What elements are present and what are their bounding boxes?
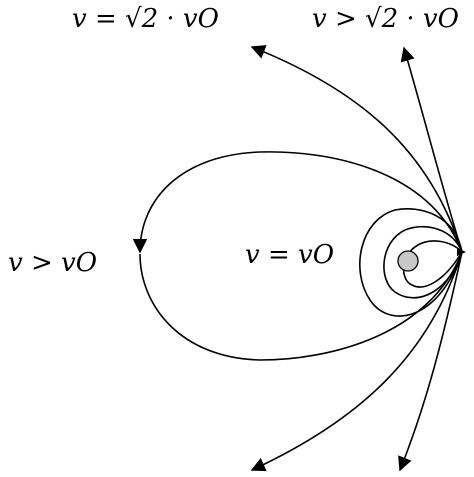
hyperbolic-trajectory-upper	[400, 46, 463, 253]
label-hyperbolic: v > √2 · vO	[312, 4, 459, 34]
inner-orbit-large	[359, 208, 463, 317]
inner-orbit-medium	[383, 225, 463, 299]
label-circular: v = vO	[245, 240, 335, 270]
elliptical-orbit-upper	[132, 151, 463, 254]
label-parabolic: v = √2 · vO	[72, 4, 219, 34]
parabolic-trajectory-upper	[250, 45, 463, 253]
planet-body	[397, 250, 419, 272]
label-elliptical: > v > vO	[0, 248, 98, 278]
parabolic-trajectory-lower	[250, 251, 463, 472]
launch-point-arrow	[457, 248, 466, 256]
hyperbolic-trajectory-lower	[398, 251, 463, 472]
